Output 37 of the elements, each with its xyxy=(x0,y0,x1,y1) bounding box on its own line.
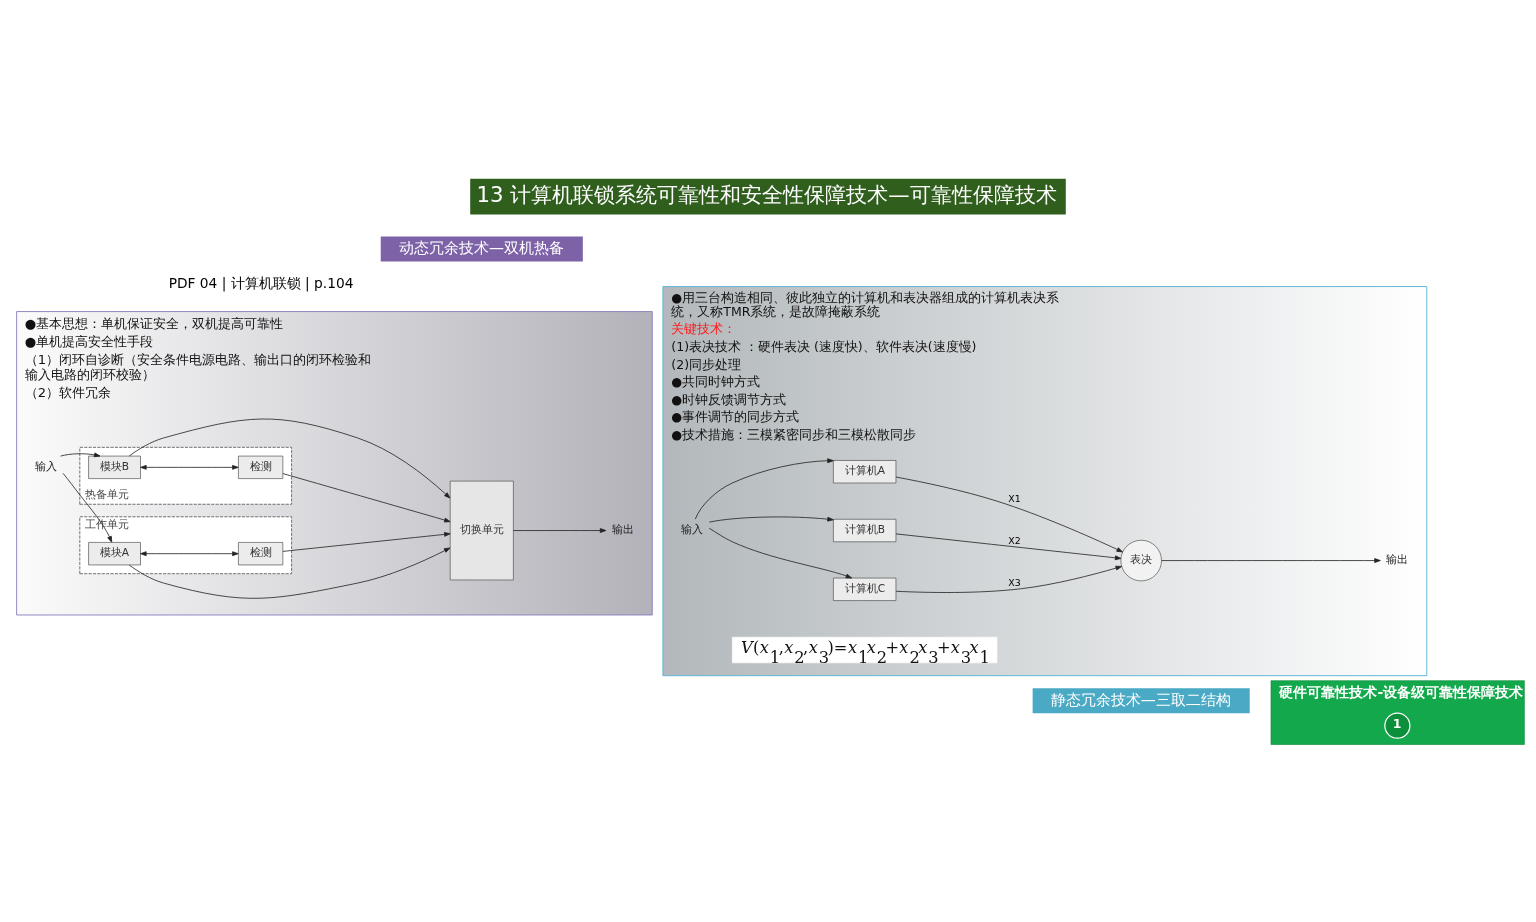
node-box: 检测 xyxy=(238,455,284,479)
edge-label: X2 xyxy=(1008,534,1021,546)
node-circle: 表决 xyxy=(1120,539,1162,581)
arrow xyxy=(708,527,853,578)
arrow xyxy=(62,472,113,543)
arrow xyxy=(140,550,239,556)
arrow xyxy=(282,472,451,522)
arrow xyxy=(128,547,451,599)
diagram-title: 13 计算机联锁系统可靠性和安全性保障技术—可靠性保障技术 xyxy=(476,181,1057,207)
arrow xyxy=(282,531,451,552)
node-box: 计算机B xyxy=(833,518,897,542)
node-text: 输出 xyxy=(611,522,634,536)
node-box: 动态冗余技术—双机热备 xyxy=(380,236,583,261)
node-box: 模块A xyxy=(88,541,141,565)
edge-label: X1 xyxy=(1008,492,1021,504)
node-box: 检测 xyxy=(238,541,284,565)
arrow xyxy=(1161,557,1381,563)
arrow xyxy=(513,527,607,533)
node-circle: 1 xyxy=(1384,712,1411,739)
arrow xyxy=(128,418,451,498)
arrow xyxy=(895,533,1122,560)
edge-label: X3 xyxy=(1008,576,1021,588)
arrow xyxy=(708,516,834,522)
node-text: 输出 xyxy=(1386,552,1409,566)
node-box: 模块B xyxy=(88,455,141,479)
node-box: 计算机C xyxy=(833,577,897,601)
node-box: 计算机A xyxy=(833,459,897,483)
arrow xyxy=(895,565,1122,593)
arrow xyxy=(694,457,834,519)
arrow xyxy=(895,476,1123,552)
arrow xyxy=(60,452,101,457)
node-box: 静态冗余技术—三取二结构 xyxy=(1032,687,1250,713)
node-text: 输入 xyxy=(35,459,58,473)
arrow xyxy=(140,464,239,470)
label: PDF 04 | 计算机联锁 | p.104 xyxy=(168,274,354,291)
node-box: 切换单元 xyxy=(449,480,514,580)
node-text: 输入 xyxy=(681,522,704,536)
